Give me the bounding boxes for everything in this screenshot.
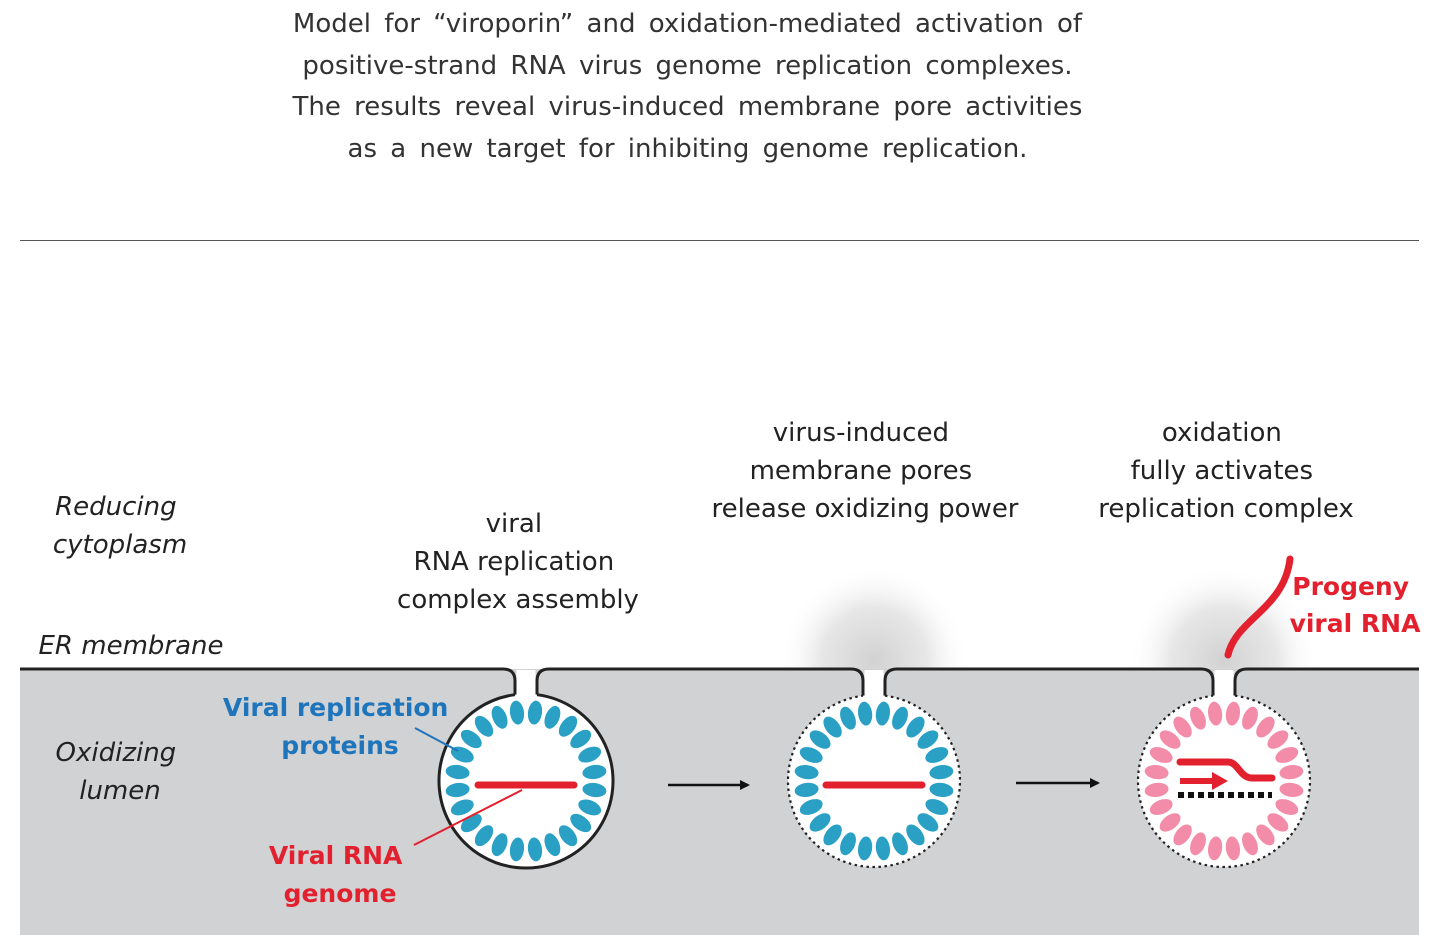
vesicle-3-protein	[1225, 701, 1241, 726]
vesicle-1-protein	[582, 764, 607, 780]
vesicle-1-protein	[509, 700, 525, 725]
vesicle-2-protein	[809, 730, 831, 749]
vesicle-2-protein	[929, 764, 954, 780]
proteins-leader-line	[414, 727, 459, 752]
vesicle-1-protein	[445, 764, 470, 780]
vesicle-3-protein	[1275, 747, 1299, 763]
oxidizing-label: Oxidizing lumen	[56, 738, 185, 806]
er-lumen	[20, 669, 1419, 935]
vesicle-1-protein	[491, 705, 508, 729]
vesicle-3-protein	[1256, 824, 1275, 846]
viral-replication-proteins-label: Viral replication proteins	[223, 693, 457, 760]
vesicle-3-protein	[1267, 813, 1289, 832]
vesicle-2-protein	[906, 824, 925, 846]
vesicle-2-protein	[892, 832, 908, 856]
vesicle-3-protein	[1190, 832, 1206, 856]
progeny-viral-rna-label: Progeny viral RNA	[1290, 572, 1422, 638]
vesicle-3-protein	[1256, 716, 1275, 738]
vesicle-2-protein	[875, 836, 891, 861]
viral-rna-genome-label: Viral RNA genome	[269, 841, 411, 908]
vesicle-2-protein	[799, 799, 823, 815]
vesicle-2-protein	[794, 764, 819, 780]
vesicle-1-membrane	[437, 693, 615, 870]
vesicle-3-protein	[1267, 730, 1289, 749]
vesicle-2-protein	[823, 716, 842, 738]
vesicle-1-protein	[570, 729, 592, 749]
vesicle-2-protein	[875, 701, 891, 726]
vesicle-2-membrane	[786, 694, 962, 869]
vesicle-2-protein	[906, 716, 925, 738]
vesicle-2-protein	[925, 747, 949, 763]
vesicle-3-protein	[1275, 799, 1299, 815]
vesicle-1-protein	[527, 837, 543, 862]
vesicle-2-protein	[925, 799, 949, 815]
vesicle-1-protein	[491, 833, 508, 857]
vesicle-1-protein	[474, 825, 494, 847]
vesicle-1-protein	[570, 813, 592, 833]
caption-divider	[20, 240, 1419, 241]
er-membrane-line	[20, 667, 1419, 696]
vesicle-3-protein	[1144, 782, 1169, 798]
nascent-strand-arrowhead	[1212, 772, 1228, 790]
vesicle-1-protein	[578, 799, 602, 816]
vesicle-3-protein	[1279, 764, 1304, 780]
vesicle-2-protein	[917, 813, 939, 832]
caption-line-1: Model for “viroporin” and oxidation-medi…	[292, 9, 1083, 39]
vesicle-3-protein	[1173, 716, 1192, 738]
vesicle-2-protein	[857, 836, 873, 861]
vesicle-1-protein	[544, 705, 561, 729]
genome-leader-line	[413, 789, 523, 846]
stage-1-title: viral RNA replication complex assembly	[397, 509, 639, 615]
vesicle-3-protein	[1242, 832, 1258, 856]
vesicle-2-protein	[929, 782, 954, 798]
er-membrane-label: ER membrane	[38, 631, 223, 661]
vesicle-1-protein	[445, 782, 470, 798]
vesicle-2-protein	[857, 701, 873, 726]
vesicle-1-protein	[474, 715, 494, 737]
vesicle-2-protein	[917, 730, 939, 749]
vesicle-3-protein	[1149, 799, 1173, 815]
vesicle-1-protein	[578, 746, 602, 763]
progeny-viral-rna-strand	[1224, 555, 1294, 659]
vesicle-1-protein	[558, 825, 578, 847]
vesicle-1-protein	[544, 833, 561, 857]
vesicle-3-membrane	[1136, 694, 1312, 869]
vesicle-3-protein	[1159, 730, 1181, 749]
vesicle-3-protein	[1279, 782, 1304, 798]
vesicle-3-protein	[1159, 813, 1181, 832]
stage-2-title: virus-induced membrane pores release oxi…	[712, 418, 1019, 524]
vesicle-1-protein	[450, 799, 474, 816]
stage-3-title: oxidation fully activates replication co…	[1098, 418, 1354, 524]
vesicle-1-protein	[509, 837, 525, 862]
vesicle-3-protein	[1242, 706, 1258, 730]
vesicle-2-protein	[794, 782, 819, 798]
reducing-label: Reducing cytoplasm	[53, 492, 187, 560]
figure-caption: Model for “viroporin” and oxidation-medi…	[290, 4, 1085, 170]
vesicle-1-protein	[582, 782, 607, 798]
vesicle-2-protein	[840, 832, 856, 856]
vesicle-3-protein	[1225, 836, 1241, 861]
viral-rna-genome-3	[1176, 758, 1276, 782]
vesicle-1	[439, 694, 613, 868]
vesicle-2-protein	[823, 824, 842, 846]
vesicle-1-protein	[558, 715, 578, 737]
caption-line-2: positive-strand RNA virus genome replica…	[302, 50, 1073, 81]
vesicle-3-protein	[1144, 764, 1169, 780]
vesicle-3-protein	[1207, 836, 1223, 861]
vesicle-1-protein	[527, 700, 543, 725]
vesicle-1-protein	[460, 729, 482, 749]
vesicle-2-protein	[892, 706, 908, 730]
vesicle-2-protein	[799, 747, 823, 763]
vesicle-3-protein	[1149, 747, 1173, 763]
vesicle-3-protein	[1190, 706, 1206, 730]
vesicle-3-protein	[1207, 701, 1223, 726]
vesicle-2	[788, 695, 960, 867]
vesicle-2-protein	[840, 706, 856, 730]
vesicle-2-protein	[809, 813, 831, 832]
caption-line-4: as a new target for inhibiting genome re…	[347, 133, 1028, 164]
vesicle-3-protein	[1173, 824, 1192, 846]
caption-line-3: The results reveal virus-induced membran…	[292, 92, 1083, 122]
